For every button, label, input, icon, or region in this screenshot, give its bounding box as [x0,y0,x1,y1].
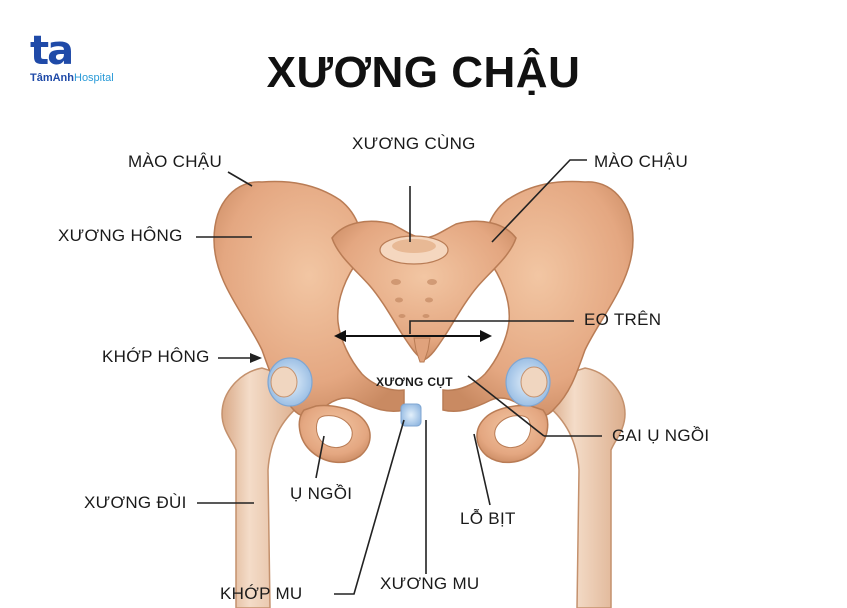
label-gai-u-ngoi: GAI Ụ NGỒI [612,426,710,445]
leader-u-ngoi [315,435,325,479]
brand-name-primary: TâmAnh [30,72,74,84]
label-khop-hong: KHỚP HÔNG [102,347,210,366]
leader-lo-bit [473,433,491,506]
label-u-ngoi: Ụ NGỒI [290,484,353,503]
page-title: XƯƠNG CHẬU [266,48,581,97]
label-khop-mu: KHỚP MU [220,584,303,603]
label-xuong-cung: XƯƠNG CÙNG [352,134,476,153]
femur-right [546,367,626,608]
leader-lines [196,159,602,595]
brand-mark: ta [30,28,74,74]
label-xuong-cut: XƯƠNG CỤT [376,375,453,389]
brand-logo: ta TâmAnhHospital [30,28,130,84]
label-xuong-dui: XƯƠNG ĐÙI [84,493,187,512]
hip-joint-right [505,357,551,407]
label-xuong-mu: XƯƠNG MU [380,574,480,593]
leader-khop-mu [334,419,405,595]
leader-eo-tren [409,320,574,334]
label-eo-tren: EO TRÊN [584,310,662,329]
sacrum [331,220,517,361]
brand-name-secondary: Hospital [74,72,114,84]
leader-mao-chau-right [491,159,587,243]
label-mao-chau-left: MÀO CHẬU [128,152,223,171]
hip-joint-left [267,357,313,407]
brand-name: TâmAnhHospital [30,72,130,84]
coccyx [413,337,431,363]
label-xuong-hong: XƯƠNG HÔNG [58,226,183,245]
pubic-symphysis [400,403,422,427]
femur-left [221,367,301,608]
label-mao-chau-right: MÀO CHẬU [594,152,689,171]
leader-mao-chau-left [227,171,253,187]
label-lo-bit: LỖ BỊT [460,509,516,528]
pelvic-inlet-arrow [334,330,492,342]
leader-gai-u-ngoi-a [467,375,545,437]
khop-hong-arrow [218,353,262,363]
